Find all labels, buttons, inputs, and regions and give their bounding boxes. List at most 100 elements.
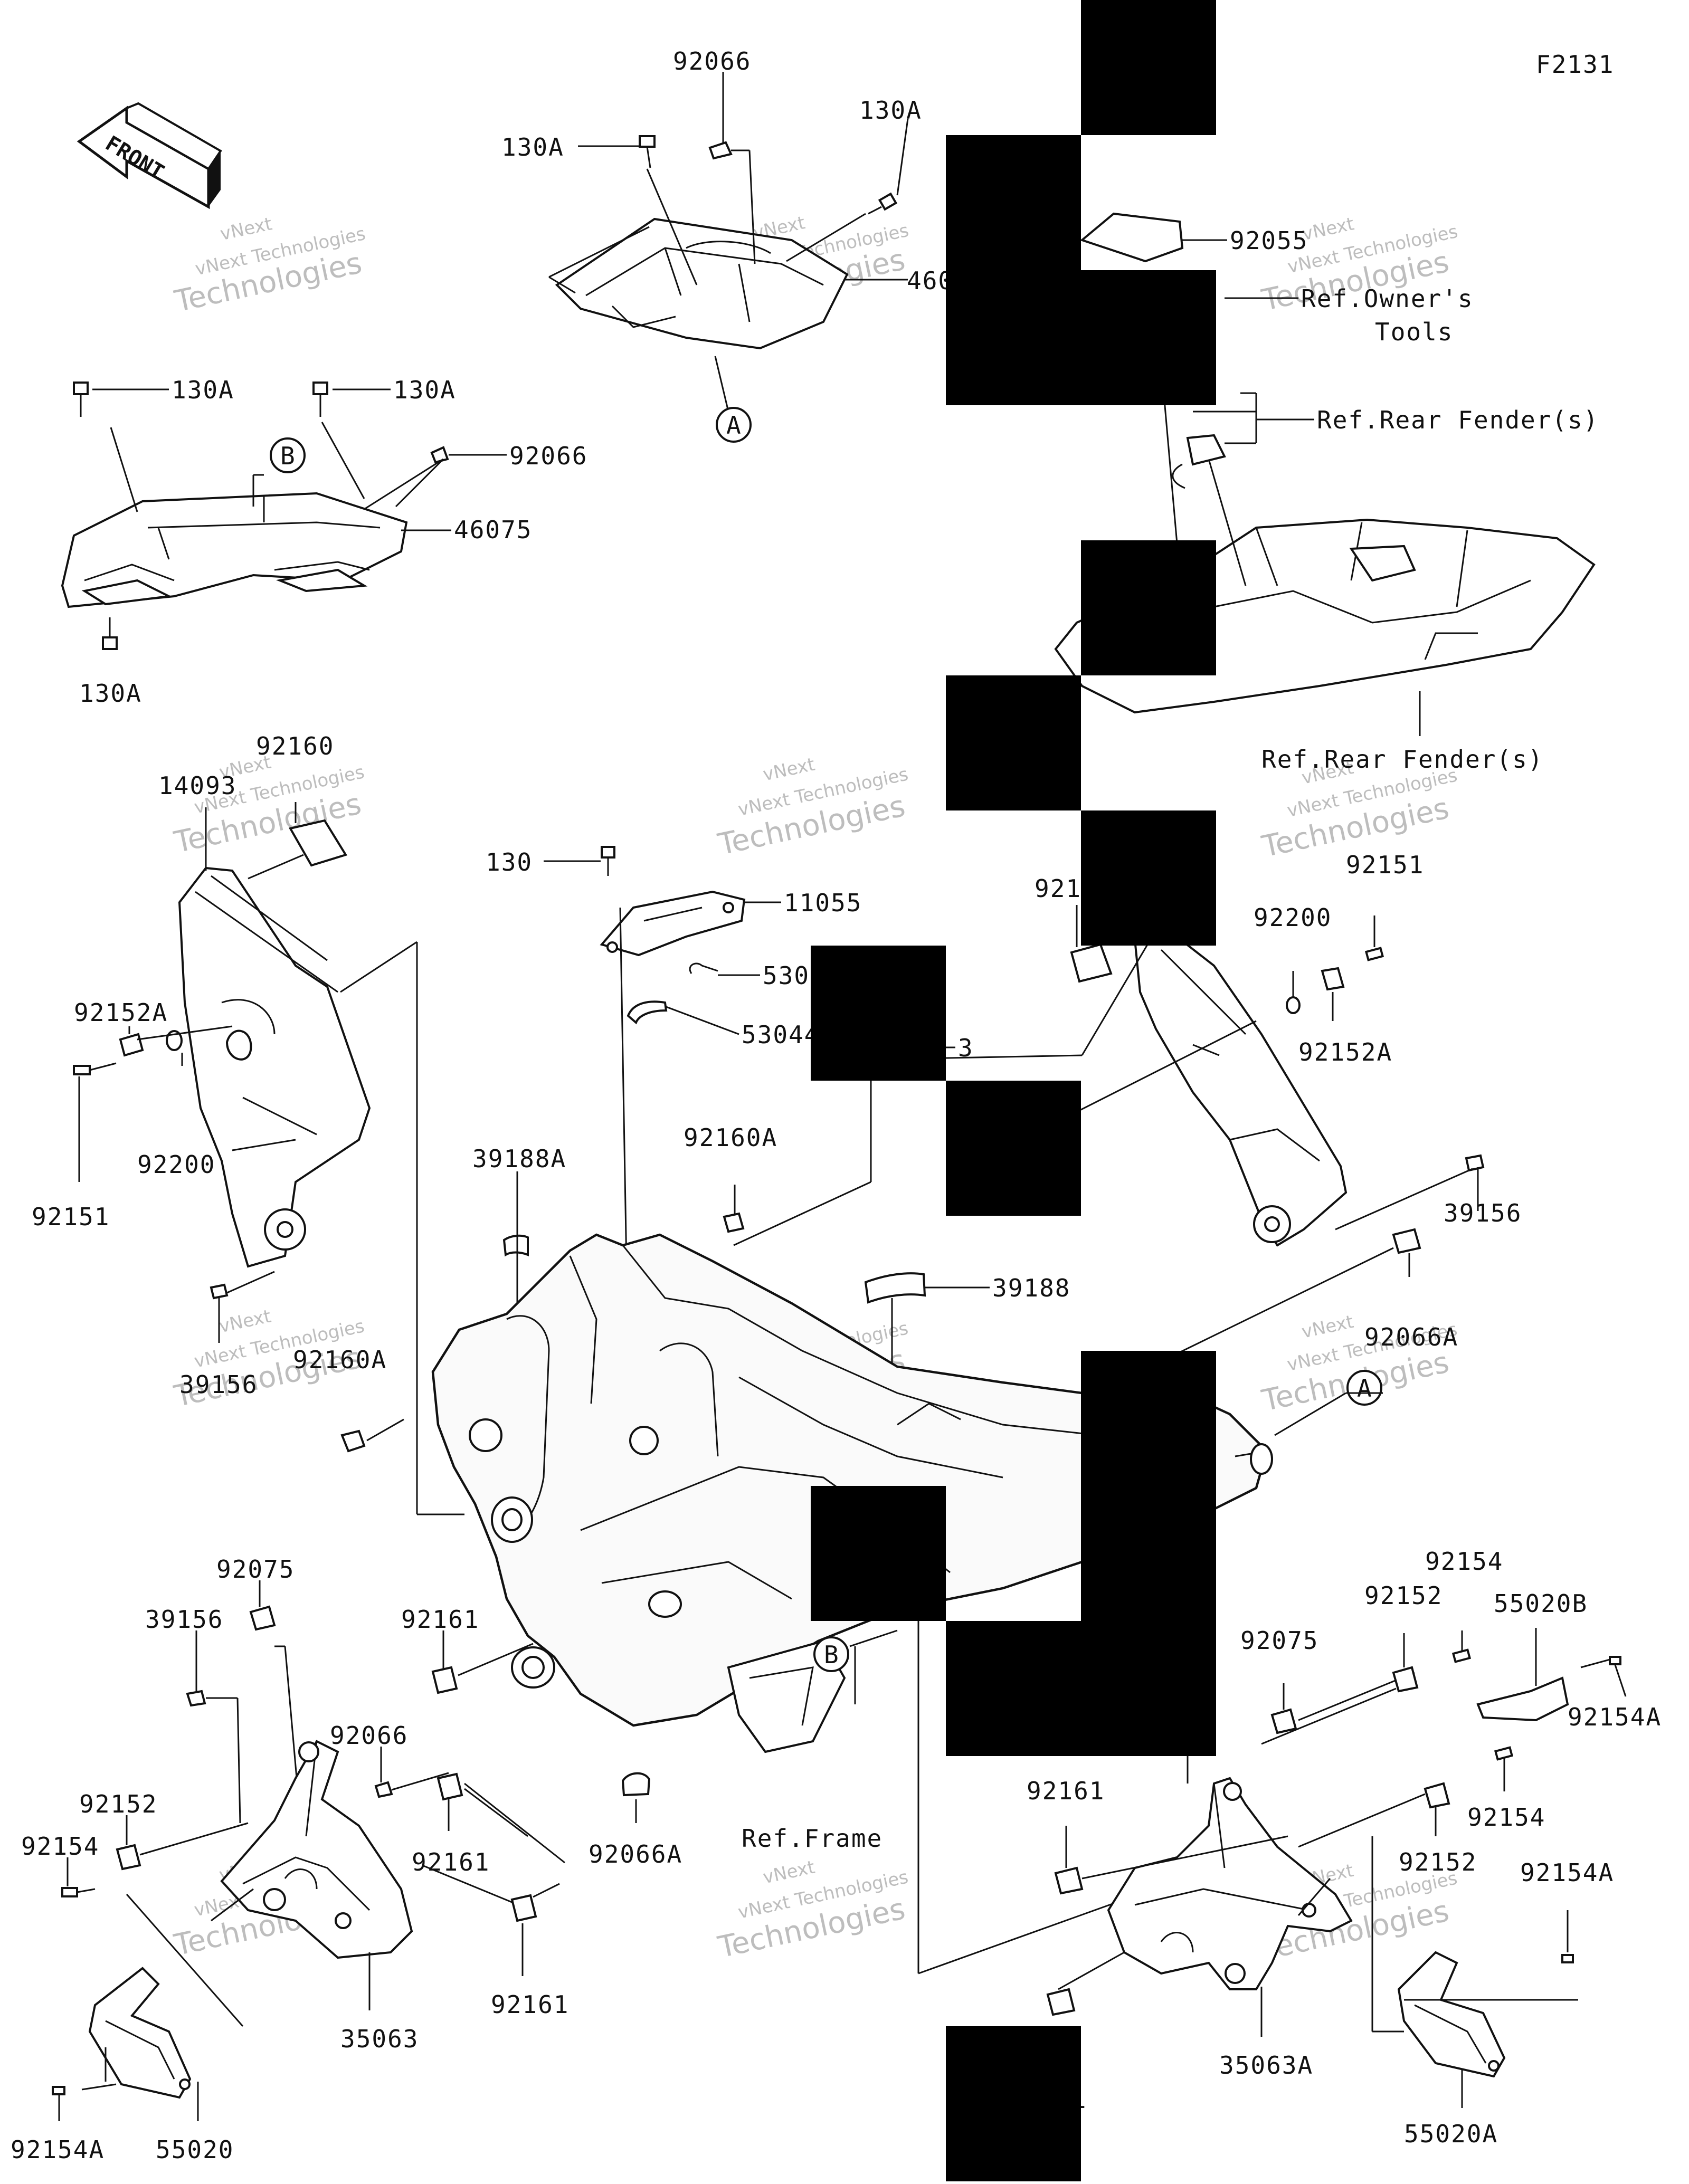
footrest-bracket-35063a-part — [1107, 1777, 1353, 1990]
label-92154-bl: 92154 — [21, 1832, 99, 1861]
damper-92160a-center — [723, 1212, 745, 1233]
upper-bracket-part — [548, 217, 849, 350]
heel-guard-55020b-part — [1476, 1676, 1569, 1722]
label-92152-br-top: 92152 — [1364, 1581, 1443, 1610]
label-35063a: 35063A — [1219, 2051, 1313, 2080]
redaction-block — [1081, 540, 1216, 675]
clip-part — [1172, 434, 1226, 489]
watermark-text: vNext — [219, 213, 274, 245]
redaction-block — [1081, 810, 1216, 946]
bolt-92151-right — [1364, 947, 1384, 961]
label-46075-left: 46075 — [454, 516, 532, 544]
label-92160a-center: 92160A — [684, 1123, 777, 1152]
label-46075-top: 460 — [907, 266, 954, 295]
callout-a-top — [716, 407, 752, 443]
tool-bag-92055-part — [1079, 212, 1184, 263]
bolt-92154-br-top — [1451, 1648, 1472, 1663]
label-92066a-bottom: 92066A — [589, 1840, 682, 1868]
left-bracket-46075-part — [61, 492, 408, 608]
redaction-block — [811, 946, 946, 1081]
label-55020a: 55020A — [1404, 2120, 1498, 2148]
collar-92152a-right — [1321, 967, 1345, 991]
redaction-block — [946, 675, 1081, 810]
collar-92152-br-top — [1392, 1666, 1419, 1693]
collar-92161-mid-left — [437, 1772, 463, 1801]
label-130a-left-1: 130A — [172, 376, 234, 404]
watermark-text: vNext — [761, 754, 817, 786]
side-cover-14093-part — [178, 866, 371, 1268]
redaction-block — [946, 270, 1216, 405]
label-39156-right: 39156 — [1444, 1199, 1522, 1227]
label-39188a: 39188A — [472, 1145, 566, 1173]
grommet-92066-bl — [374, 1781, 393, 1798]
clamp-53044-part — [627, 1000, 668, 1025]
label-130-center: 130 — [486, 848, 533, 876]
grommet-92075-right — [1270, 1708, 1297, 1734]
heel-guard-55020a-part — [1397, 1951, 1506, 2078]
grommet-92066-top — [708, 141, 733, 160]
cap-39188-part — [864, 1272, 926, 1304]
label-rear-fender-top: Ref.Rear Fender(s) — [1317, 406, 1599, 434]
grommet-92066-left — [430, 446, 449, 464]
redaction-blocks — [811, 0, 1216, 2181]
label-92161-br: 92161 — [1027, 1777, 1105, 1805]
label-92055: 92055 — [1230, 226, 1308, 255]
watermark-text: vNext — [217, 1305, 273, 1337]
label-92200-left: 92200 — [137, 1150, 215, 1179]
label-92161-top-left: 92161 — [401, 1605, 479, 1634]
bolt-130a-top-center-left — [639, 135, 656, 168]
redaction-block — [946, 2026, 1081, 2181]
damper-92160-part — [288, 819, 348, 867]
callout-b-top — [270, 437, 306, 473]
label-130a-top-center-right: 130A — [859, 96, 922, 125]
front-direction-arrow-icon: FRONT — [77, 102, 222, 209]
bolt-130a-left-1 — [73, 382, 89, 417]
label-39156-bl: 39156 — [145, 1605, 223, 1634]
label-92152-br-mid: 92152 — [1399, 1848, 1477, 1876]
label-owners-tools-2: Tools — [1375, 318, 1453, 346]
bracket-11055-part — [600, 890, 746, 957]
cap-39156-right — [1465, 1154, 1485, 1172]
label-92075-left: 92075 — [216, 1555, 295, 1584]
collar-92161-br-bottom — [1046, 1988, 1076, 2016]
callout-a-mid — [1346, 1370, 1382, 1406]
label-92066a-right: 92066A — [1364, 1323, 1458, 1351]
label-35063: 35063 — [340, 2025, 419, 2053]
callout-b-bottom-text: B — [824, 1641, 840, 1669]
heel-guard-55020-part — [88, 1967, 192, 2099]
label-92152-bl: 92152 — [79, 1790, 157, 1818]
label-130a-top-center-left: 130A — [501, 133, 564, 161]
washer-92200-right — [1286, 996, 1301, 1014]
label-921-right: 921 — [1035, 874, 1081, 903]
callout-a-top-text: A — [726, 411, 742, 440]
label-39156-left: 39156 — [179, 1370, 258, 1399]
label-39188: 39188 — [992, 1274, 1070, 1302]
label-92151-right: 92151 — [1346, 851, 1424, 879]
grommet-92066a-right — [1392, 1228, 1421, 1254]
label-53044: 53044 — [742, 1021, 820, 1049]
bolt-130a-left-bottom — [102, 617, 118, 650]
grommet-92066a-bottom — [621, 1772, 651, 1797]
callout-a-mid-text: A — [1357, 1374, 1373, 1403]
collar-92152-bl — [116, 1844, 141, 1871]
damper-921-right — [1070, 943, 1113, 983]
label-ref-frame: Ref.Frame — [742, 1824, 883, 1853]
callout-b-top-text: B — [280, 442, 296, 470]
screw-92154a-br-mid — [1561, 1954, 1574, 1963]
label-130a-left-bottom: 130A — [79, 679, 142, 708]
label-530: 530 — [763, 961, 810, 990]
cap-39156-left — [210, 1283, 229, 1300]
bolt-130a-left-2 — [312, 382, 328, 417]
label-92152a-right: 92152A — [1298, 1038, 1392, 1066]
label-92154-br-mid: 92154 — [1467, 1803, 1545, 1832]
grommet-92075-left — [249, 1605, 276, 1631]
label-92200-right: 92200 — [1254, 903, 1332, 932]
bolt-130a-top-center-right — [868, 192, 898, 215]
collar-92152a-left — [119, 1033, 144, 1057]
label-92154-br-top: 92154 — [1425, 1547, 1503, 1576]
redaction-block — [811, 1486, 946, 1621]
label-130a-left-2: 130A — [393, 376, 456, 404]
label-92160a-left: 92160A — [293, 1346, 387, 1374]
right-side-cover-part — [1133, 927, 1348, 1247]
